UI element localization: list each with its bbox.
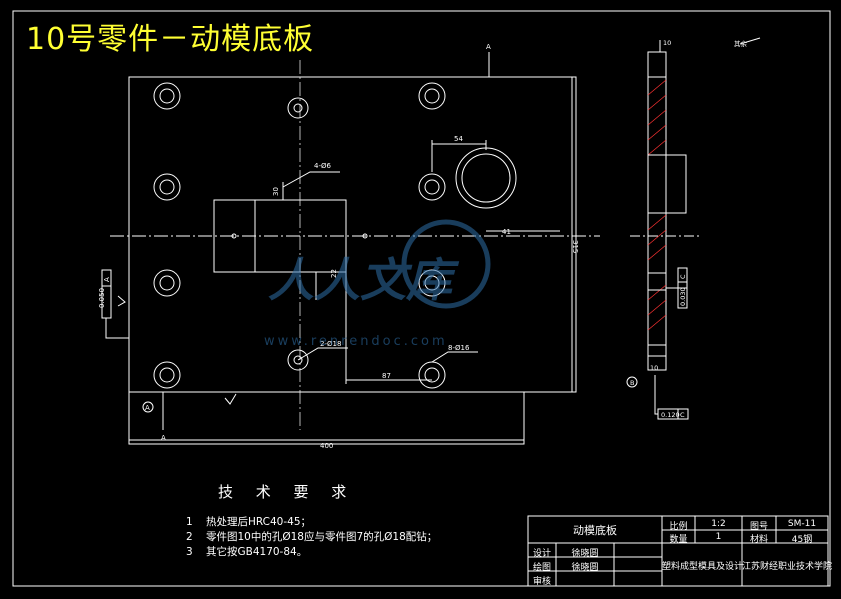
dim-54: 54 bbox=[454, 135, 463, 143]
requirement-item: 1 热处理后HRC40-45； bbox=[186, 514, 311, 529]
callout-2-holes: 2-Ø18 bbox=[320, 340, 341, 348]
dim-87: 87 bbox=[382, 372, 391, 380]
hole bbox=[153, 269, 181, 297]
large-hole bbox=[455, 147, 517, 209]
dim-22: 22 bbox=[330, 269, 338, 278]
tb-part-name: 动模底板 bbox=[573, 524, 617, 537]
requirement-text: 热处理后HRC40-45； bbox=[206, 516, 312, 528]
section-mark-top: A bbox=[486, 43, 491, 51]
hole bbox=[418, 173, 446, 201]
requirements-heading: 技 术 要 求 bbox=[218, 483, 356, 501]
datum-b-symbol: B bbox=[630, 379, 634, 387]
hole bbox=[287, 349, 309, 371]
dim-400: 400 bbox=[320, 442, 333, 450]
hole bbox=[287, 97, 309, 119]
sheet-border bbox=[12, 10, 831, 587]
dim-side-10: 10 bbox=[663, 39, 671, 47]
tol-perpendicular: 0.030 bbox=[679, 287, 687, 306]
tb-project: 塑料成型模具及设计 bbox=[662, 562, 744, 572]
tb-drawing-no-label: 图号 bbox=[749, 522, 768, 532]
requirement-number: 3 bbox=[186, 546, 193, 558]
hole bbox=[153, 173, 181, 201]
drawing-title: 10号零件－动模底板 bbox=[26, 22, 315, 57]
tol-datum-c: C bbox=[679, 274, 687, 279]
hatching bbox=[647, 79, 667, 331]
section-mark-bottom: A bbox=[161, 434, 166, 442]
callout-8-holes: 8-Ø16 bbox=[448, 344, 470, 352]
plate-front-view bbox=[101, 52, 600, 445]
hole bbox=[418, 361, 446, 389]
roughness-other: 其余 bbox=[734, 39, 748, 48]
title-block bbox=[527, 515, 829, 587]
watermark-url: www.renrendoc.com bbox=[264, 334, 448, 349]
tb-review-label: 审核 bbox=[532, 577, 551, 587]
tol-datum-c2: C bbox=[680, 411, 685, 419]
watermark-text: 人人文库 bbox=[268, 253, 460, 307]
requirement-number: 1 bbox=[186, 516, 193, 528]
side-view-labels: 10 10 0.030 C 0.120 C B 其余 bbox=[630, 39, 748, 419]
datum-a-symbol: A bbox=[145, 404, 150, 412]
dim-315: 315 bbox=[571, 240, 579, 253]
requirement-item: 2 零件图10中的孔Ø18应与零件图7的孔Ø18配钻； bbox=[186, 529, 437, 544]
hole bbox=[153, 82, 181, 110]
tb-qty-value: 1 bbox=[715, 532, 722, 542]
requirement-number: 2 bbox=[186, 531, 193, 543]
dim-side-10b: 10 bbox=[650, 364, 658, 372]
plate-side-view bbox=[626, 37, 761, 420]
tb-draw-value: 徐晓圆 bbox=[571, 563, 599, 573]
callout-4-holes: 4-Ø6 bbox=[314, 162, 331, 170]
tb-design-value: 徐晓圆 bbox=[571, 549, 599, 559]
tb-scale-value: 1:2 bbox=[711, 519, 726, 529]
tol-parallel: 0.120 bbox=[661, 411, 680, 419]
tb-design-label: 设计 bbox=[532, 549, 551, 559]
tb-material-value: 45钢 bbox=[791, 535, 813, 545]
hole bbox=[418, 82, 446, 110]
requirement-item: 3 其它按GB4170-84。 bbox=[186, 544, 307, 559]
hole bbox=[418, 269, 446, 297]
tb-drawing-no-value: SM-11 bbox=[787, 519, 817, 529]
tb-draw-label: 绘图 bbox=[532, 563, 551, 573]
tb-qty-label: 数量 bbox=[669, 535, 688, 545]
tol-flatness: 0.050 bbox=[98, 288, 106, 308]
requirement-text: 零件图10中的孔Ø18应与零件图7的孔Ø18配钻； bbox=[206, 531, 438, 543]
dim-41: 41 bbox=[502, 228, 511, 236]
dimension-labels: 54 41 315 87 400 30 22 4-Ø6 2-Ø18 8-Ø16 … bbox=[98, 43, 579, 450]
tb-school: 江苏财经职业技术学院 bbox=[742, 562, 833, 572]
hole bbox=[153, 361, 181, 389]
tol-datum: A bbox=[103, 277, 111, 282]
tb-material-label: 材料 bbox=[749, 535, 768, 545]
requirement-text: 其它按GB4170-84。 bbox=[206, 546, 308, 558]
tb-scale-label: 比例 bbox=[669, 522, 688, 532]
dim-30: 30 bbox=[272, 187, 280, 196]
watermark: 人人文库 www.renrendoc.com bbox=[264, 219, 491, 349]
